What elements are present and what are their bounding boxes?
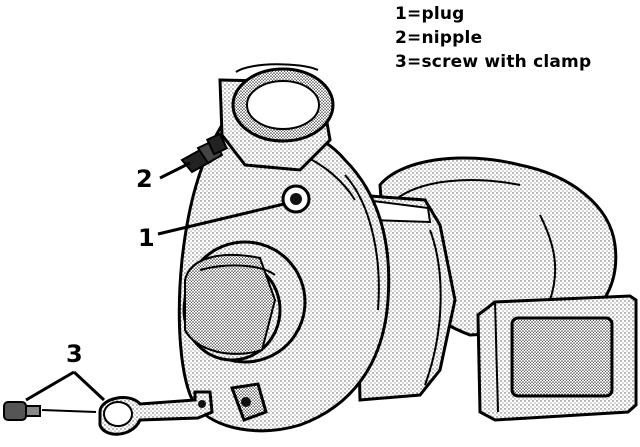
leader-line-3a xyxy=(25,370,75,402)
clamp-part xyxy=(98,390,214,436)
callout-1: 1 xyxy=(138,224,155,252)
leader-line-3b xyxy=(72,370,106,402)
screw-part xyxy=(3,401,41,421)
outlet-neck xyxy=(218,63,335,172)
compressor-inlet xyxy=(182,240,307,364)
drain-port xyxy=(229,382,268,422)
legend-item-nipple: 2=nipple xyxy=(395,28,483,48)
plug-part xyxy=(281,184,311,214)
screw-guide-line xyxy=(41,409,97,413)
nipple-part xyxy=(180,132,229,174)
parts-legend: 1=plug 2=nipple 3=screw with clamp xyxy=(395,2,591,74)
callout-3: 3 xyxy=(66,340,83,368)
legend-item-screw-clamp: 3=screw with clamp xyxy=(395,52,592,72)
leader-line-2 xyxy=(159,161,191,180)
callout-2: 2 xyxy=(136,165,153,193)
leader-line-1 xyxy=(157,202,285,236)
exhaust-flange xyxy=(476,294,638,422)
legend-item-plug: 1=plug xyxy=(395,4,465,24)
